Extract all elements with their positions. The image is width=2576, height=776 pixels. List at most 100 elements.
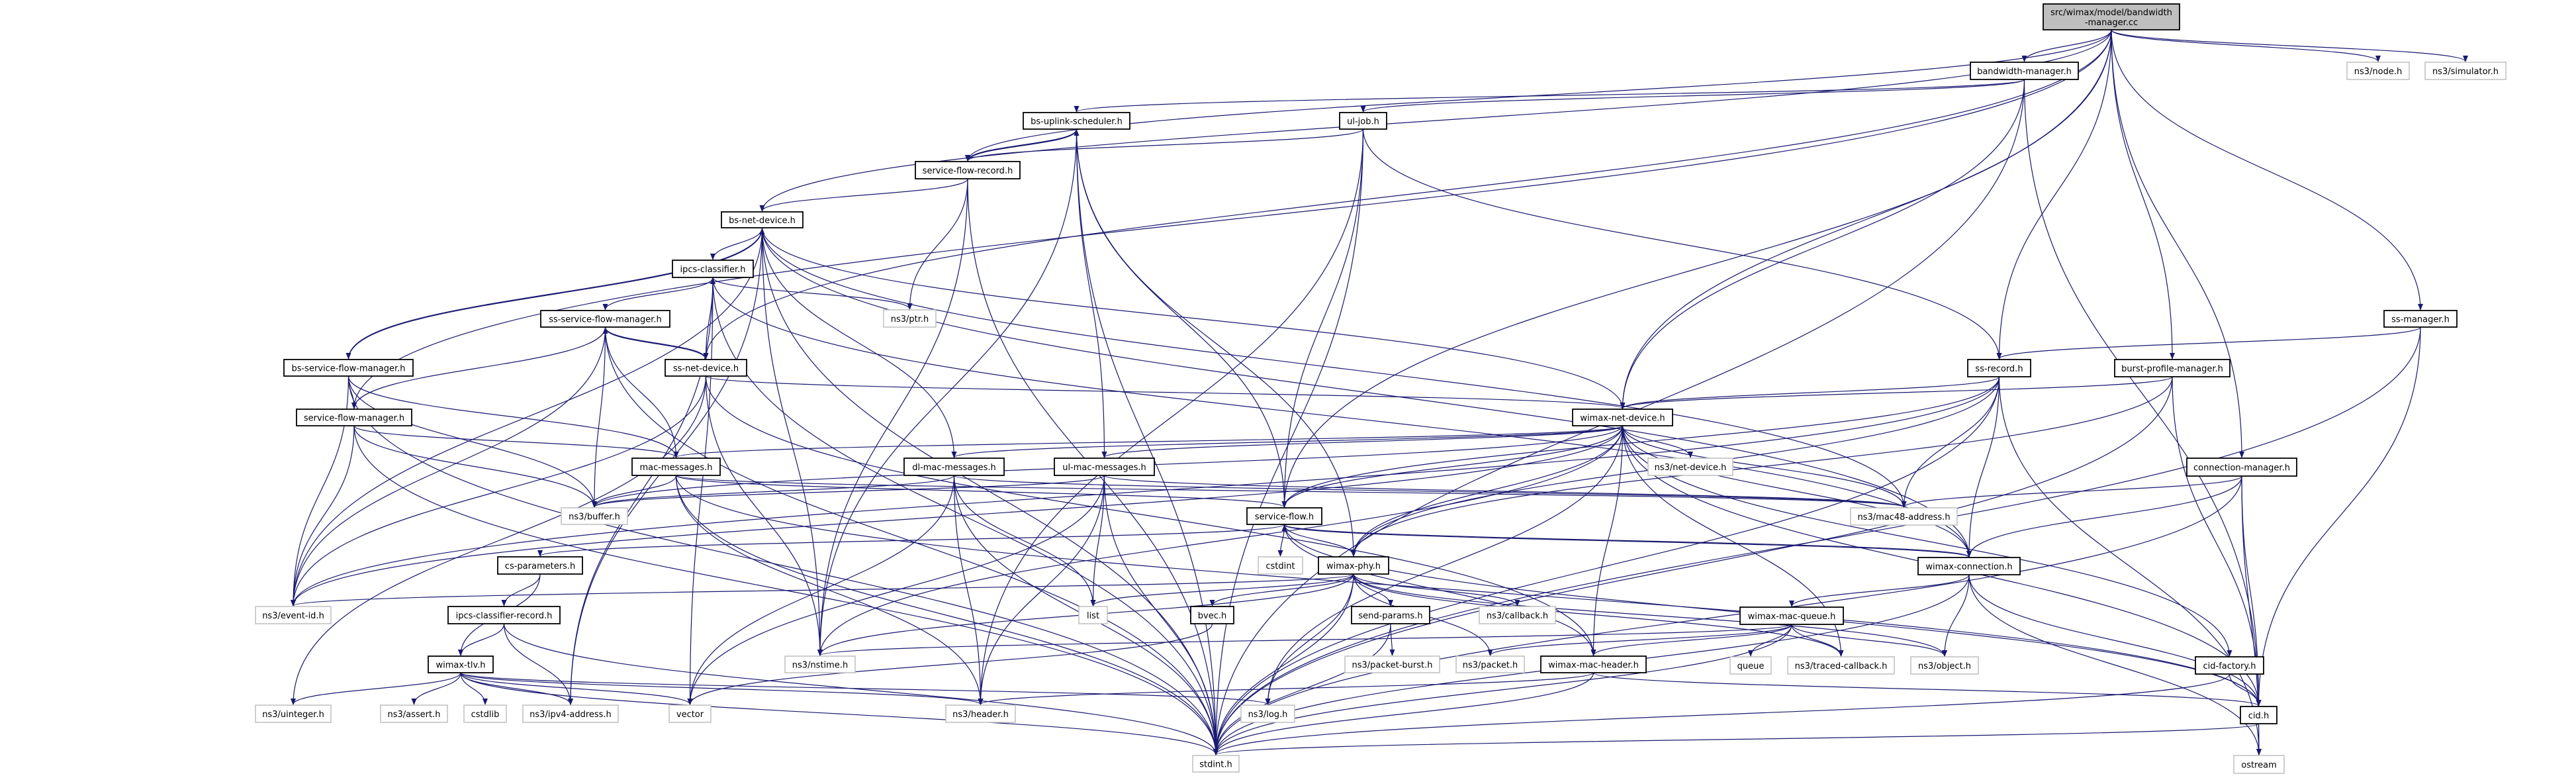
node-ostream[interactable]: ostream: [2233, 755, 2285, 774]
edge-sf-to-wconn: [1283, 524, 1972, 558]
node-phy[interactable]: wimax-phy.h: [1318, 556, 1389, 575]
node-label: cid-factory.h: [2203, 661, 2256, 671]
node-wnd[interactable]: wimax-net-device.h: [1572, 409, 1673, 426]
node-sim[interactable]: ns3/simulator.h: [2424, 62, 2507, 80]
node-traced[interactable]: ns3/traced-callback.h: [1787, 656, 1895, 675]
node-box: [1339, 112, 1387, 130]
node-box: [497, 556, 583, 575]
node-cstdint[interactable]: cstdint: [1258, 556, 1303, 575]
node-sf[interactable]: service-flow.h: [1246, 507, 1322, 525]
node-label: wimax-mac-header.h: [1548, 661, 1639, 671]
node-ssmgr[interactable]: ss-manager.h: [2383, 310, 2458, 328]
node-label: list: [1087, 611, 1099, 621]
node-tlv[interactable]: wimax-tlv.h: [428, 655, 494, 673]
node-nstime[interactable]: ns3/nstime.h: [784, 655, 856, 673]
node-uljob[interactable]: ul-job.h: [1339, 112, 1387, 130]
node-buffer[interactable]: ns3/buffer.h: [561, 507, 628, 525]
node-label: ns3/node.h: [2354, 67, 2402, 77]
node-cstdlib[interactable]: cstdlib: [463, 704, 507, 723]
node-ulmac[interactable]: ul-mac-messages.h: [1054, 458, 1155, 476]
node-label: ul-mac-messages.h: [1062, 463, 1146, 473]
edge-wconn-to-wmq: [1789, 574, 1970, 607]
node-label: ns3/packet.h: [1463, 661, 1518, 671]
node-wmq[interactable]: wimax-mac-queue.h: [1739, 606, 1844, 625]
edge-bvec-to-vector: [687, 623, 1213, 705]
node-box: [255, 704, 332, 723]
node-csp[interactable]: cs-parameters.h: [497, 556, 583, 575]
edge-bsus-to-nstime: [817, 128, 1078, 656]
node-netdev[interactable]: ns3/net-device.h: [1647, 458, 1733, 476]
node-bpm[interactable]: burst-profile-manager.h: [2114, 359, 2231, 377]
edge-wconn-to-object: [1942, 574, 1970, 657]
edge-cidf-to-stdint: [1213, 673, 2231, 755]
node-box: [522, 704, 619, 723]
node-queue[interactable]: queue: [1729, 656, 1772, 675]
node-stdint[interactable]: stdint.h: [1192, 755, 1240, 773]
node-eventid[interactable]: ns3/event-id.h: [255, 606, 332, 624]
node-bwm[interactable]: bandwidth-manager.h: [1970, 62, 2079, 80]
node-dlmac[interactable]: dl-mac-messages.h: [903, 458, 1005, 476]
node-uint[interactable]: ns3/uinteger.h: [255, 704, 332, 723]
node-vector[interactable]: vector: [668, 704, 712, 723]
node-bvec[interactable]: bvec.h: [1190, 606, 1234, 624]
node-header[interactable]: ns3/header.h: [945, 704, 1016, 723]
node-mac48[interactable]: ns3/mac48-address.h: [1850, 507, 1958, 526]
node-bsnd[interactable]: bs-net-device.h: [721, 211, 804, 228]
edge-wmq-to-stdint: [1213, 624, 1792, 755]
node-ptr[interactable]: ns3/ptr.h: [883, 309, 937, 328]
node-object[interactable]: ns3/object.h: [1910, 656, 1979, 675]
node-icr[interactable]: ipcs-classifier-record.h: [447, 606, 561, 624]
node-root[interactable]: src/wimax/model/bandwidth-manager.cc: [2043, 3, 2180, 30]
node-box: [1970, 62, 2079, 80]
node-ssnd[interactable]: ss-net-device.h: [665, 359, 747, 377]
edge-uljob-to-header: [978, 128, 1364, 705]
edge-wmq-to-nstime: [817, 624, 1792, 656]
edge-tlv-to-header: [460, 672, 984, 705]
node-callback[interactable]: ns3/callback.h: [1479, 606, 1556, 624]
edge-ssnd-to-nstime: [705, 375, 823, 656]
node-cidf[interactable]: cid-factory.h: [2195, 656, 2264, 675]
node-label: ss-net-device.h: [673, 364, 739, 374]
edge-ssrec-to-sf: [1281, 376, 2000, 508]
node-connmgr[interactable]: connection-manager.h: [2186, 458, 2297, 477]
node-label: ns3/uinteger.h: [262, 710, 324, 720]
edge-ipcs-to-sssfm: [602, 277, 713, 311]
node-bsus[interactable]: bs-uplink-scheduler.h: [1023, 112, 1130, 130]
node-label: connection-manager.h: [2193, 463, 2290, 473]
node-box: [1258, 556, 1303, 575]
node-box: [447, 606, 561, 624]
edge-wnd-to-netdev: [1622, 425, 1693, 458]
node-macmsg[interactable]: mac-messages.h: [631, 458, 721, 476]
node-ipv4[interactable]: ns3/ipv4-address.h: [522, 704, 619, 723]
node-sssfm[interactable]: ss-service-flow-manager.h: [540, 310, 670, 328]
edge-dlmac-to-mac48: [953, 475, 1906, 508]
edge-sfm-to-macmsg: [353, 425, 679, 458]
node-ipcs[interactable]: ipcs-classifier.h: [672, 260, 754, 278]
node-list[interactable]: list: [1078, 606, 1108, 624]
edge-ipcs-to-ptr: [712, 277, 913, 310]
node-ssrec[interactable]: ss-record.h: [1967, 359, 2031, 377]
edge-wmh-to-header: [978, 672, 1594, 705]
node-cid[interactable]: cid.h: [2240, 706, 2277, 724]
nodes-layer: src/wimax/model/bandwidth-manager.cc band…: [255, 3, 2507, 774]
node-sfm[interactable]: service-flow-manager.h: [296, 409, 412, 426]
node-bssfm[interactable]: bs-service-flow-manager.h: [283, 359, 414, 377]
node-node[interactable]: ns3/node.h: [2346, 62, 2410, 80]
node-label: cid.h: [2248, 711, 2269, 721]
edge-wnd-to-phy: [1351, 425, 1624, 557]
node-packet[interactable]: ns3/packet.h: [1455, 655, 1525, 673]
node-log[interactable]: ns3/log.h: [1240, 704, 1295, 723]
node-wmh[interactable]: wimax-mac-header.h: [1540, 655, 1647, 673]
edge-wconn-to-sf: [1281, 524, 1970, 558]
edge-ulmac-to-mac48: [1103, 475, 1907, 508]
node-box: [2186, 458, 2297, 477]
node-wconn[interactable]: wimax-connection.h: [1917, 557, 2021, 575]
edge-connmgr-to-mac48: [1901, 475, 2242, 508]
node-box: [784, 655, 856, 673]
node-sfr[interactable]: service-flow-record.h: [915, 161, 1021, 179]
node-sendp[interactable]: send-params.h: [1351, 606, 1430, 624]
node-box: [380, 704, 448, 723]
node-pburst[interactable]: ns3/packet-burst.h: [1344, 655, 1440, 673]
node-assert[interactable]: ns3/assert.h: [380, 704, 448, 723]
